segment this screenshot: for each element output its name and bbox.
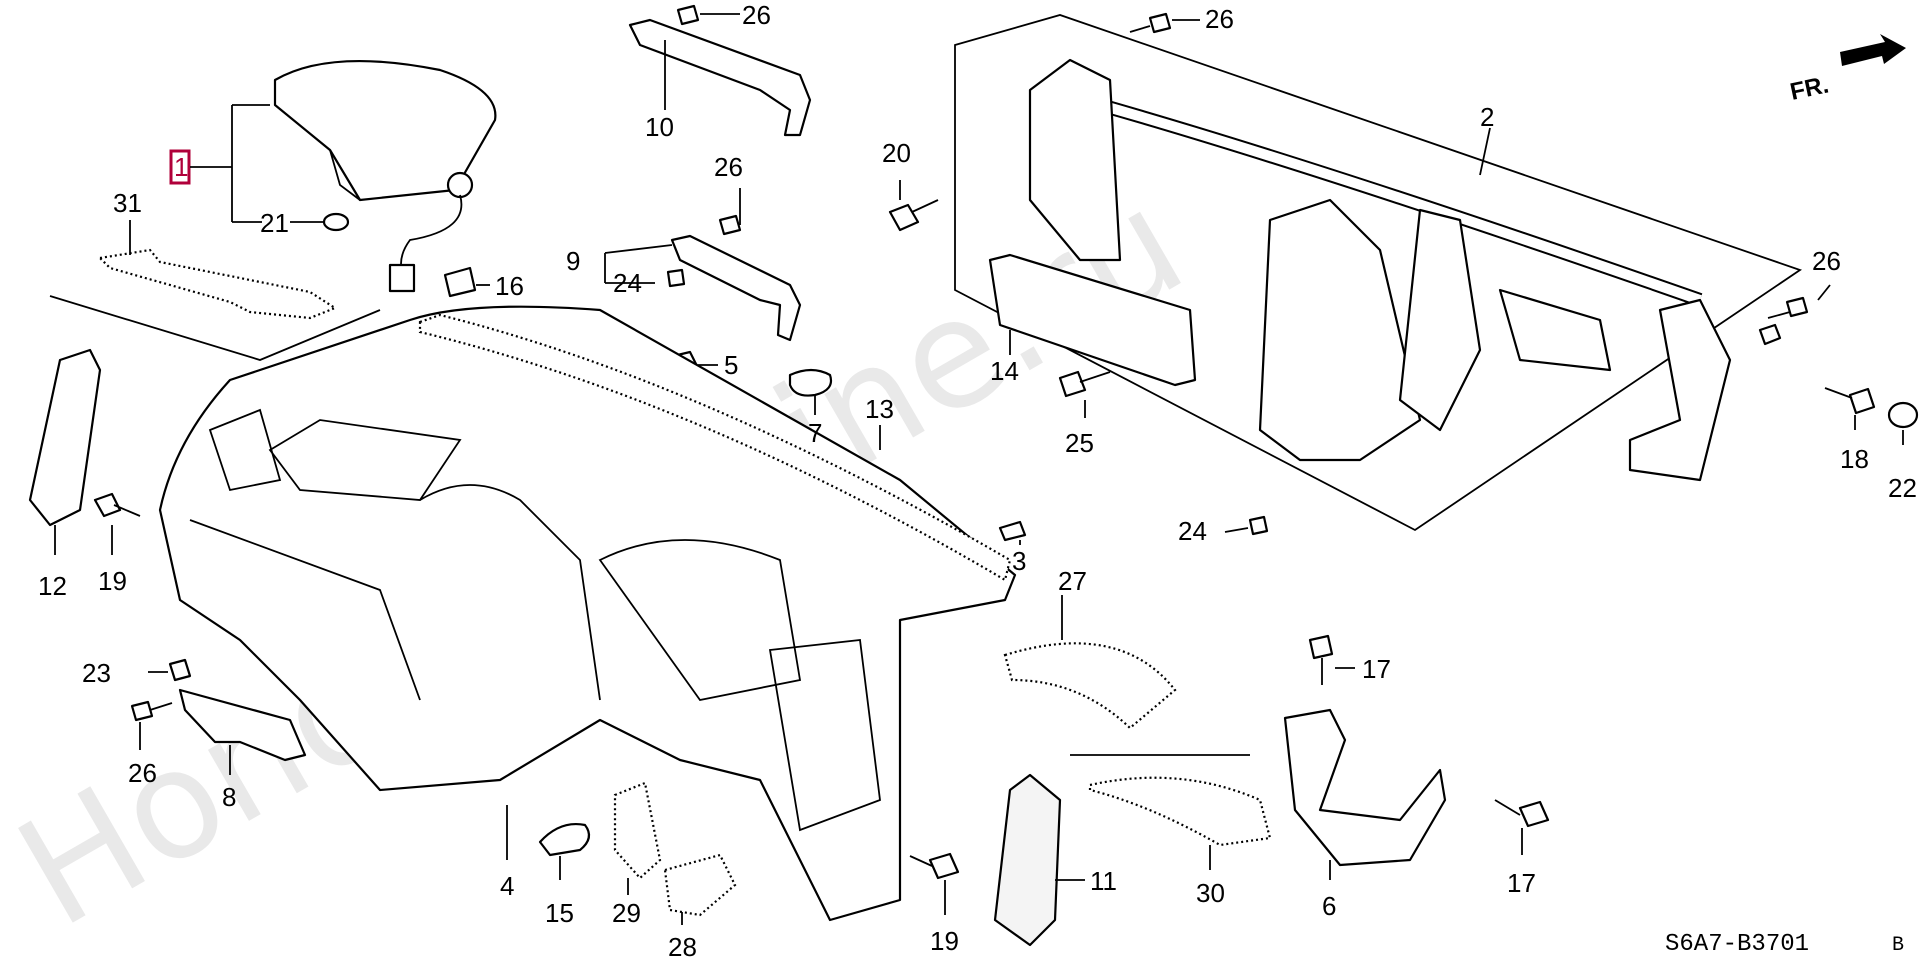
diagram-code: S6A7-B3701: [1665, 931, 1809, 958]
label-part-26-lower-left: 26: [128, 758, 157, 788]
label-part-2: 2: [1480, 102, 1494, 132]
part-26-screw-right: [1767, 296, 1809, 319]
label-part-29: 29: [612, 898, 641, 928]
diagram-suffix: B: [1892, 934, 1904, 957]
part-19-bolt-left: [93, 492, 141, 518]
label-part-11: 11: [1090, 866, 1117, 896]
part-23-clip: [168, 658, 192, 682]
part-26-screw-top-left: [676, 4, 700, 26]
label-part-1: 1: [174, 152, 188, 182]
label-part-30: 30: [1196, 878, 1225, 908]
part-16-clip: [443, 266, 477, 298]
part-26-screw-mid: [718, 214, 742, 236]
part-24-nut-left: [666, 268, 686, 288]
label-part-22: 22: [1888, 473, 1917, 503]
part-6-bracket: [1283, 708, 1447, 867]
part-19-bolt-lower: [909, 852, 960, 880]
label-part-6: 6: [1322, 891, 1336, 921]
part-13-top-trim: [418, 313, 1012, 582]
label-part-25: 25: [1065, 428, 1094, 458]
part-11-cover: [993, 773, 1062, 947]
label-part-31: 31: [113, 188, 142, 218]
label-part-17-upper: 17: [1362, 654, 1391, 684]
part-26-screw-lower-left: [130, 700, 173, 722]
frame-group-box: [954, 14, 1802, 532]
label-part-19-left: 19: [98, 566, 127, 596]
label-part-13: 13: [865, 394, 894, 424]
part-14-bracket: [988, 253, 1197, 387]
label-part-19-lower: 19: [930, 926, 959, 956]
part-10-bracket: [628, 18, 812, 137]
label-part-3: 3: [1012, 546, 1026, 576]
part-18-bolt: [1824, 387, 1876, 415]
label-part-14: 14: [990, 356, 1019, 386]
label-part-15: 15: [545, 898, 574, 928]
part-20-bolt: [888, 199, 939, 232]
label-part-27: 27: [1058, 566, 1087, 596]
part-1-highlight-box: [169, 149, 191, 185]
leader-lines: [54, 13, 1904, 925]
part-1-airbag: [273, 59, 497, 293]
label-part-26-top-left: 26: [742, 0, 771, 30]
label-part-4: 4: [500, 871, 514, 901]
part-25-bolt: [1058, 370, 1111, 398]
label-part-26-top-right: 26: [1205, 4, 1234, 34]
part-12-side-bracket: [28, 348, 102, 527]
part-24-nut-right: [1248, 515, 1269, 536]
part-30-pad: [1088, 776, 1272, 847]
label-part-28: 28: [668, 932, 697, 958]
label-part-26-mid: 26: [714, 152, 743, 182]
label-part-17-lower: 17: [1507, 868, 1536, 898]
part-28-pad: [663, 853, 737, 917]
part-27-pad: [1003, 642, 1177, 730]
part-15-clip: [538, 823, 591, 857]
part-3-clip: [998, 520, 1027, 542]
label-part-18: 18: [1840, 444, 1869, 474]
front-arrow-label: FR.: [1788, 71, 1831, 105]
label-part-8: 8: [222, 782, 236, 812]
label-part-23: 23: [82, 658, 111, 688]
part-9-bracket: [670, 234, 802, 342]
part-7-clip: [788, 368, 833, 397]
part-29-pad: [613, 781, 662, 880]
front-arrow-icon: [1840, 34, 1906, 66]
label-part-5: 5: [724, 350, 738, 380]
label-part-12: 12: [38, 571, 67, 601]
label-part-21: 21: [260, 208, 289, 238]
label-part-16: 16: [495, 271, 524, 301]
part-2-frame: [1028, 58, 1782, 482]
part-22-grommet: [1887, 401, 1919, 429]
label-part-10: 10: [645, 112, 674, 142]
part-17-bolt-upper: [1308, 634, 1334, 685]
label-part-24-left: 24: [613, 268, 642, 298]
label-part-9: 9: [566, 246, 580, 276]
label-part-7: 7: [808, 418, 822, 448]
label-part-24-right: 24: [1178, 516, 1207, 546]
part-26-screw-top-right: [1129, 12, 1172, 34]
part-21-clip: [322, 212, 350, 232]
label-part-20: 20: [882, 138, 911, 168]
label-part-26-right: 26: [1812, 246, 1841, 276]
part-8-bracket: [178, 688, 307, 762]
part-17-bolt-lower: [1494, 799, 1550, 828]
part-31-pad: [97, 248, 338, 320]
